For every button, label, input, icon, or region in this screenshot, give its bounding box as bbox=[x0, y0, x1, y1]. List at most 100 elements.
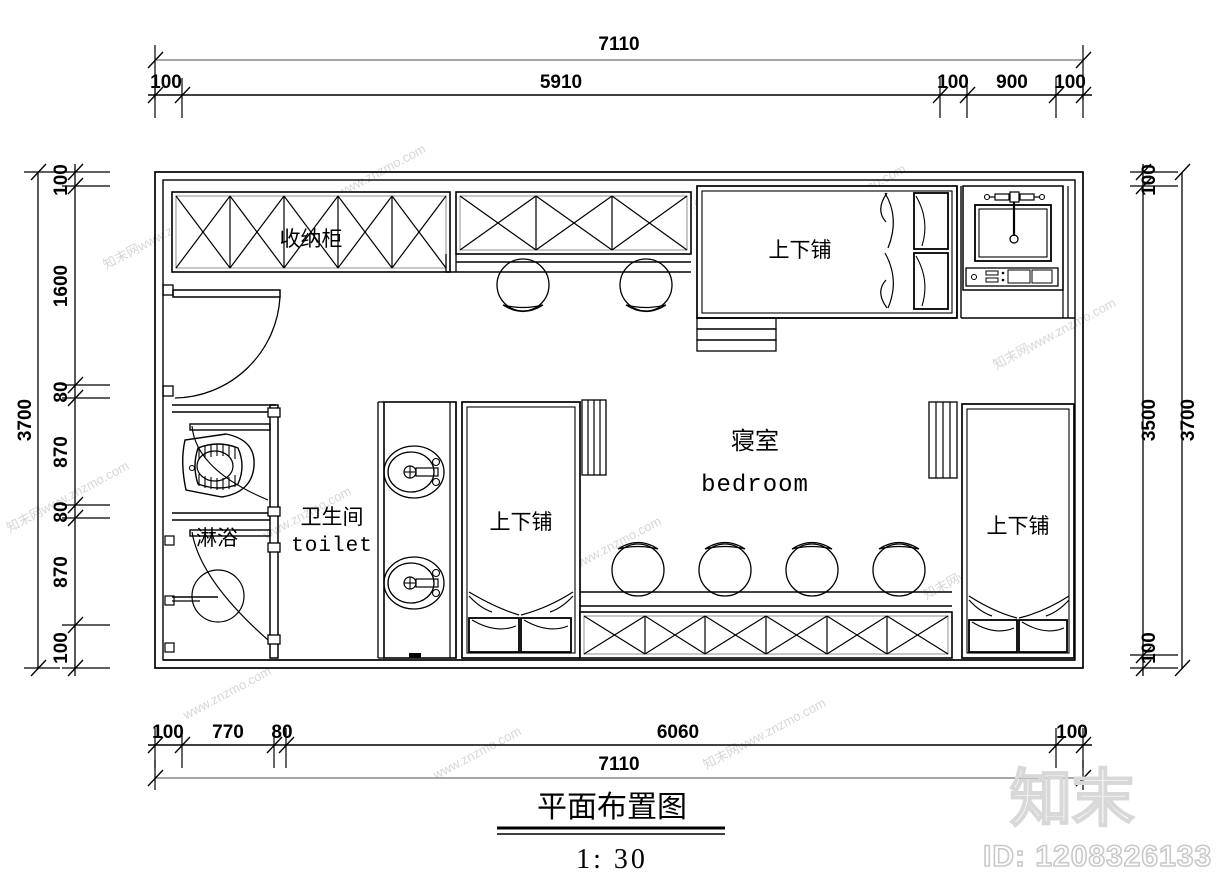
chair-back bbox=[791, 541, 833, 550]
bunk-bed-top-inner bbox=[701, 190, 953, 314]
shower-zone: 淋浴 bbox=[164, 526, 271, 653]
dim-ext-group bbox=[62, 171, 110, 669]
dim-tick bbox=[147, 769, 164, 787]
dim-label-bottom-3: 80 bbox=[271, 722, 292, 743]
pillow-fold bbox=[471, 619, 517, 630]
dim-tick-group bbox=[1135, 163, 1152, 677]
dim-ext-group bbox=[154, 728, 1084, 768]
basin-outer bbox=[383, 556, 445, 610]
door-jamb-bottom bbox=[162, 385, 174, 397]
watermark-logo: 知末 bbox=[1010, 762, 1134, 835]
chair bbox=[496, 258, 550, 313]
dim-tick-group bbox=[147, 736, 1092, 754]
media-device-body bbox=[965, 267, 1059, 287]
basin-inner bbox=[387, 562, 435, 604]
upper-cabinet-inner bbox=[459, 195, 688, 251]
dim-tick bbox=[30, 659, 47, 677]
shower-label: 淋浴 bbox=[196, 526, 238, 550]
dim-label-left-5: 80 bbox=[51, 501, 72, 522]
watermark-id: ID: 1208326133 bbox=[983, 840, 1212, 873]
chair-back bbox=[625, 304, 667, 313]
step-tread bbox=[696, 339, 777, 352]
tv-mount bbox=[983, 191, 1046, 244]
fixture-mark bbox=[164, 595, 175, 606]
bunk-bed-right-unit: 上下铺 bbox=[961, 403, 1075, 659]
bunk-bed-right-inner bbox=[966, 408, 1070, 654]
device-panel bbox=[1007, 269, 1031, 284]
dim-label-left-7: 100 bbox=[51, 632, 72, 664]
faucet-handle bbox=[431, 588, 441, 598]
storage-cabinet-unit: 收纳柜 bbox=[171, 191, 451, 273]
shower-door-arc bbox=[191, 531, 269, 641]
pillow-fold bbox=[1021, 621, 1065, 632]
chair bbox=[698, 541, 752, 597]
bunk-bed-right-outline bbox=[961, 403, 1075, 659]
dim-tick bbox=[1075, 51, 1092, 69]
wall-mullion-band-left bbox=[581, 399, 607, 476]
storage-cabinet-inner bbox=[175, 195, 447, 269]
mount-pivot bbox=[983, 193, 991, 201]
device-dot bbox=[1001, 278, 1005, 282]
bunk-bed-left-unit: 上下铺 bbox=[461, 401, 581, 659]
pillow-right bbox=[1018, 619, 1068, 653]
toilet-seat bbox=[196, 450, 234, 482]
washbasin-counter-outline bbox=[383, 401, 457, 659]
chair-back bbox=[878, 541, 920, 550]
shower-door-leaf bbox=[189, 529, 271, 537]
dim-label-bottom-2: 770 bbox=[212, 722, 244, 743]
dim-tick bbox=[1075, 769, 1092, 787]
device-knob bbox=[971, 274, 977, 280]
dim-tick bbox=[1174, 163, 1191, 181]
dimension-top: 7110 100 5910 100 900 100 bbox=[147, 34, 1092, 118]
dim-label-left-3: 80 bbox=[51, 381, 72, 402]
chair-group-top bbox=[496, 258, 673, 313]
dim-tick-group bbox=[147, 86, 1092, 104]
chair bbox=[619, 258, 673, 313]
device-dot bbox=[1001, 271, 1005, 275]
basin-inner bbox=[387, 451, 435, 493]
dim-tick-group bbox=[67, 163, 84, 677]
pillow-left bbox=[468, 617, 520, 653]
dim-label-right-3: 100 bbox=[1139, 632, 1160, 664]
chair-back bbox=[617, 541, 659, 550]
dim-label-left-overall: 3700 bbox=[15, 399, 36, 441]
toilet-fitting bbox=[188, 464, 196, 472]
toilet-label-cn: 卫生间 bbox=[301, 505, 364, 529]
toilet-outline bbox=[182, 433, 255, 498]
dim-tick bbox=[1174, 659, 1191, 677]
dim-label-bottom-overall: 7110 bbox=[598, 754, 639, 775]
dim-label-left-1: 100 bbox=[51, 164, 72, 196]
chair-back bbox=[502, 304, 544, 313]
device-slot bbox=[985, 277, 999, 283]
dim-label-bottom-5: 100 bbox=[1056, 722, 1088, 743]
door-leaf bbox=[172, 289, 281, 298]
basin-outer bbox=[383, 445, 445, 499]
bunk-bed-top-label: 上下铺 bbox=[769, 238, 832, 262]
device-panel bbox=[1031, 269, 1053, 284]
device-slot bbox=[985, 270, 999, 276]
fixture-mark bbox=[164, 535, 175, 546]
faucet-spout bbox=[415, 467, 439, 477]
tv-screen-inner bbox=[978, 208, 1048, 258]
dimension-bottom: 100 770 80 6060 100 7110 bbox=[147, 722, 1092, 790]
faucet-handle bbox=[431, 477, 441, 487]
chair-back bbox=[704, 541, 746, 550]
bunk-bed-left-outline bbox=[461, 401, 581, 659]
pillow-fold bbox=[523, 619, 569, 630]
dim-label-right-2: 3500 bbox=[1139, 399, 1160, 441]
dim-tick bbox=[147, 51, 164, 69]
bunk-bed-left-label: 上下铺 bbox=[490, 510, 553, 534]
pillow-group bbox=[968, 619, 1068, 653]
bedroom-label-cn: 寝室 bbox=[731, 427, 779, 455]
washbasin bbox=[383, 445, 445, 499]
mount-pivot bbox=[1038, 193, 1046, 201]
toilet-fixture bbox=[182, 433, 255, 498]
chair-seat bbox=[872, 543, 926, 597]
bottom-cabinet-unit bbox=[579, 591, 953, 659]
dim-label-right-1: 100 bbox=[1139, 164, 1160, 196]
drawing-scale: 1: 30 bbox=[576, 844, 648, 875]
drawing-title: 平面布置图 bbox=[537, 790, 687, 825]
storage-cabinet-label: 收纳柜 bbox=[280, 227, 343, 251]
